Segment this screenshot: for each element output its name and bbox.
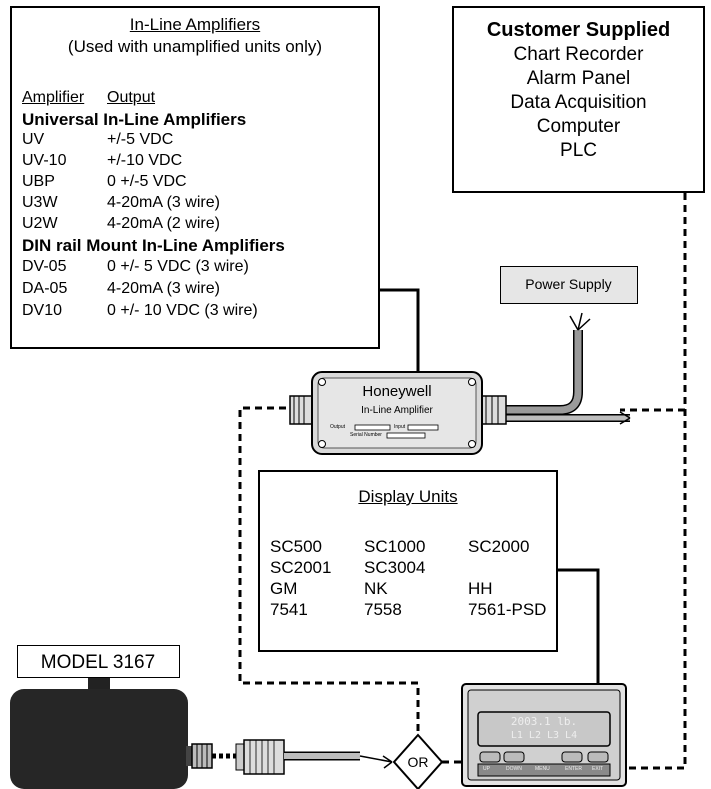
display-unit-model: SC2001: [270, 558, 332, 577]
display-button-label: MENU: [535, 766, 550, 772]
amplifier-output: 4-20mA (2 wire): [107, 215, 220, 232]
customer-to-display-dashed-line: [625, 193, 687, 770]
display-unit-model: SC3004: [364, 558, 426, 577]
display-unit-model: GM: [270, 579, 298, 598]
amplifier-output: 0 +/-5 VDC: [107, 173, 187, 190]
amplifier-serial-label: Serial Number: [350, 432, 382, 438]
amplifier-model: DA-05: [22, 280, 68, 297]
amplifier-model: UV-10: [22, 152, 67, 169]
customer-item: Alarm Panel: [526, 68, 631, 89]
customer-item: Data Acquisition: [510, 92, 647, 113]
amplifier-model: U2W: [22, 215, 58, 232]
power-cable-drawing: [505, 312, 631, 425]
display-button-label: ENTER: [565, 766, 582, 772]
display-unit-model: 7541: [270, 600, 308, 619]
universal-heading: Universal In-Line Amplifiers: [22, 110, 247, 129]
amplifier-output-label: Output: [330, 424, 346, 430]
amplifier-output: 0 +/- 5 VDC (3 wire): [107, 258, 249, 275]
display-unit-model: 7558: [364, 600, 402, 619]
amplifier-name-label: In-Line Amplifier: [361, 405, 433, 416]
or-diamond: [392, 733, 444, 789]
amplifier-output: 4-20mA (3 wire): [107, 194, 220, 211]
display-unit-model: SC1000: [364, 537, 426, 556]
customer-item: PLC: [560, 140, 597, 161]
display-unit-model: HH: [468, 579, 493, 598]
amplifier-model: DV10: [22, 302, 63, 319]
amplifier-brand-label: Honeywell: [362, 383, 432, 400]
display-unit-model: SC500: [270, 537, 322, 556]
column-header-amplifier: Amplifier: [22, 89, 85, 106]
amplifier-model: UBP: [22, 173, 55, 190]
customer-item: Computer: [536, 116, 621, 137]
customer-item: Chart Recorder: [513, 44, 644, 65]
display-reading: 2003.1 lb.: [510, 715, 578, 728]
amplifier-table-connector: [380, 288, 420, 372]
customer-title: Customer Supplied: [486, 19, 671, 41]
display-unit-model: 7561-PSD: [468, 600, 547, 619]
customer-supplied-box: Customer Supplied Chart Recorder Alarm P…: [452, 6, 705, 193]
amplifier-input-label: Input: [394, 424, 406, 430]
din-heading: DIN rail Mount In-Line Amplifiers: [22, 236, 285, 255]
inline-amplifier-drawing: [289, 371, 507, 455]
amplifier-to-or-dashed-line: [238, 406, 420, 735]
display-lamps: L1 L2 L3 L4: [510, 730, 578, 741]
amplifier-output: 0 +/- 10 VDC (3 wire): [107, 302, 258, 319]
display-button-label: DOWN: [506, 766, 522, 772]
amplifier-output: +/-5 VDC: [107, 131, 174, 148]
amplifiers-title: In-Line Amplifiers: [129, 15, 261, 34]
display-unit-model: NK: [364, 579, 388, 598]
power-supply-box: Power Supply: [500, 266, 638, 304]
display-button-label: UP: [483, 766, 490, 772]
amplifier-model: U3W: [22, 194, 58, 211]
inline-amplifiers-box: In-Line Amplifiers (Used with unamplifie…: [10, 6, 380, 349]
amplifiers-subtitle: (Used with unamplified units only): [67, 37, 323, 56]
amplifier-output: 4-20mA (3 wire): [107, 280, 220, 297]
or-label: OR: [407, 754, 429, 770]
display-button-label: EXIT: [592, 766, 604, 772]
power-supply-label: Power Supply: [525, 276, 612, 292]
load-cell-drawing: [10, 677, 393, 789]
column-header-output: Output: [107, 89, 156, 106]
model-label-box: MODEL 3167: [17, 645, 180, 678]
amplifier-model: UV: [22, 131, 45, 148]
amplifier-model: DV-05: [22, 258, 67, 275]
model-label: MODEL 3167: [40, 652, 156, 673]
display-unit-model: SC2000: [468, 537, 530, 556]
display-device-drawing: [461, 683, 627, 787]
display-units-title: Display Units: [358, 487, 458, 506]
display-units-box: Display Units SC500 SC1000 SC2000 SC2001…: [258, 470, 558, 652]
display-units-connector: [558, 568, 600, 684]
amplifier-output: +/-10 VDC: [107, 152, 183, 169]
